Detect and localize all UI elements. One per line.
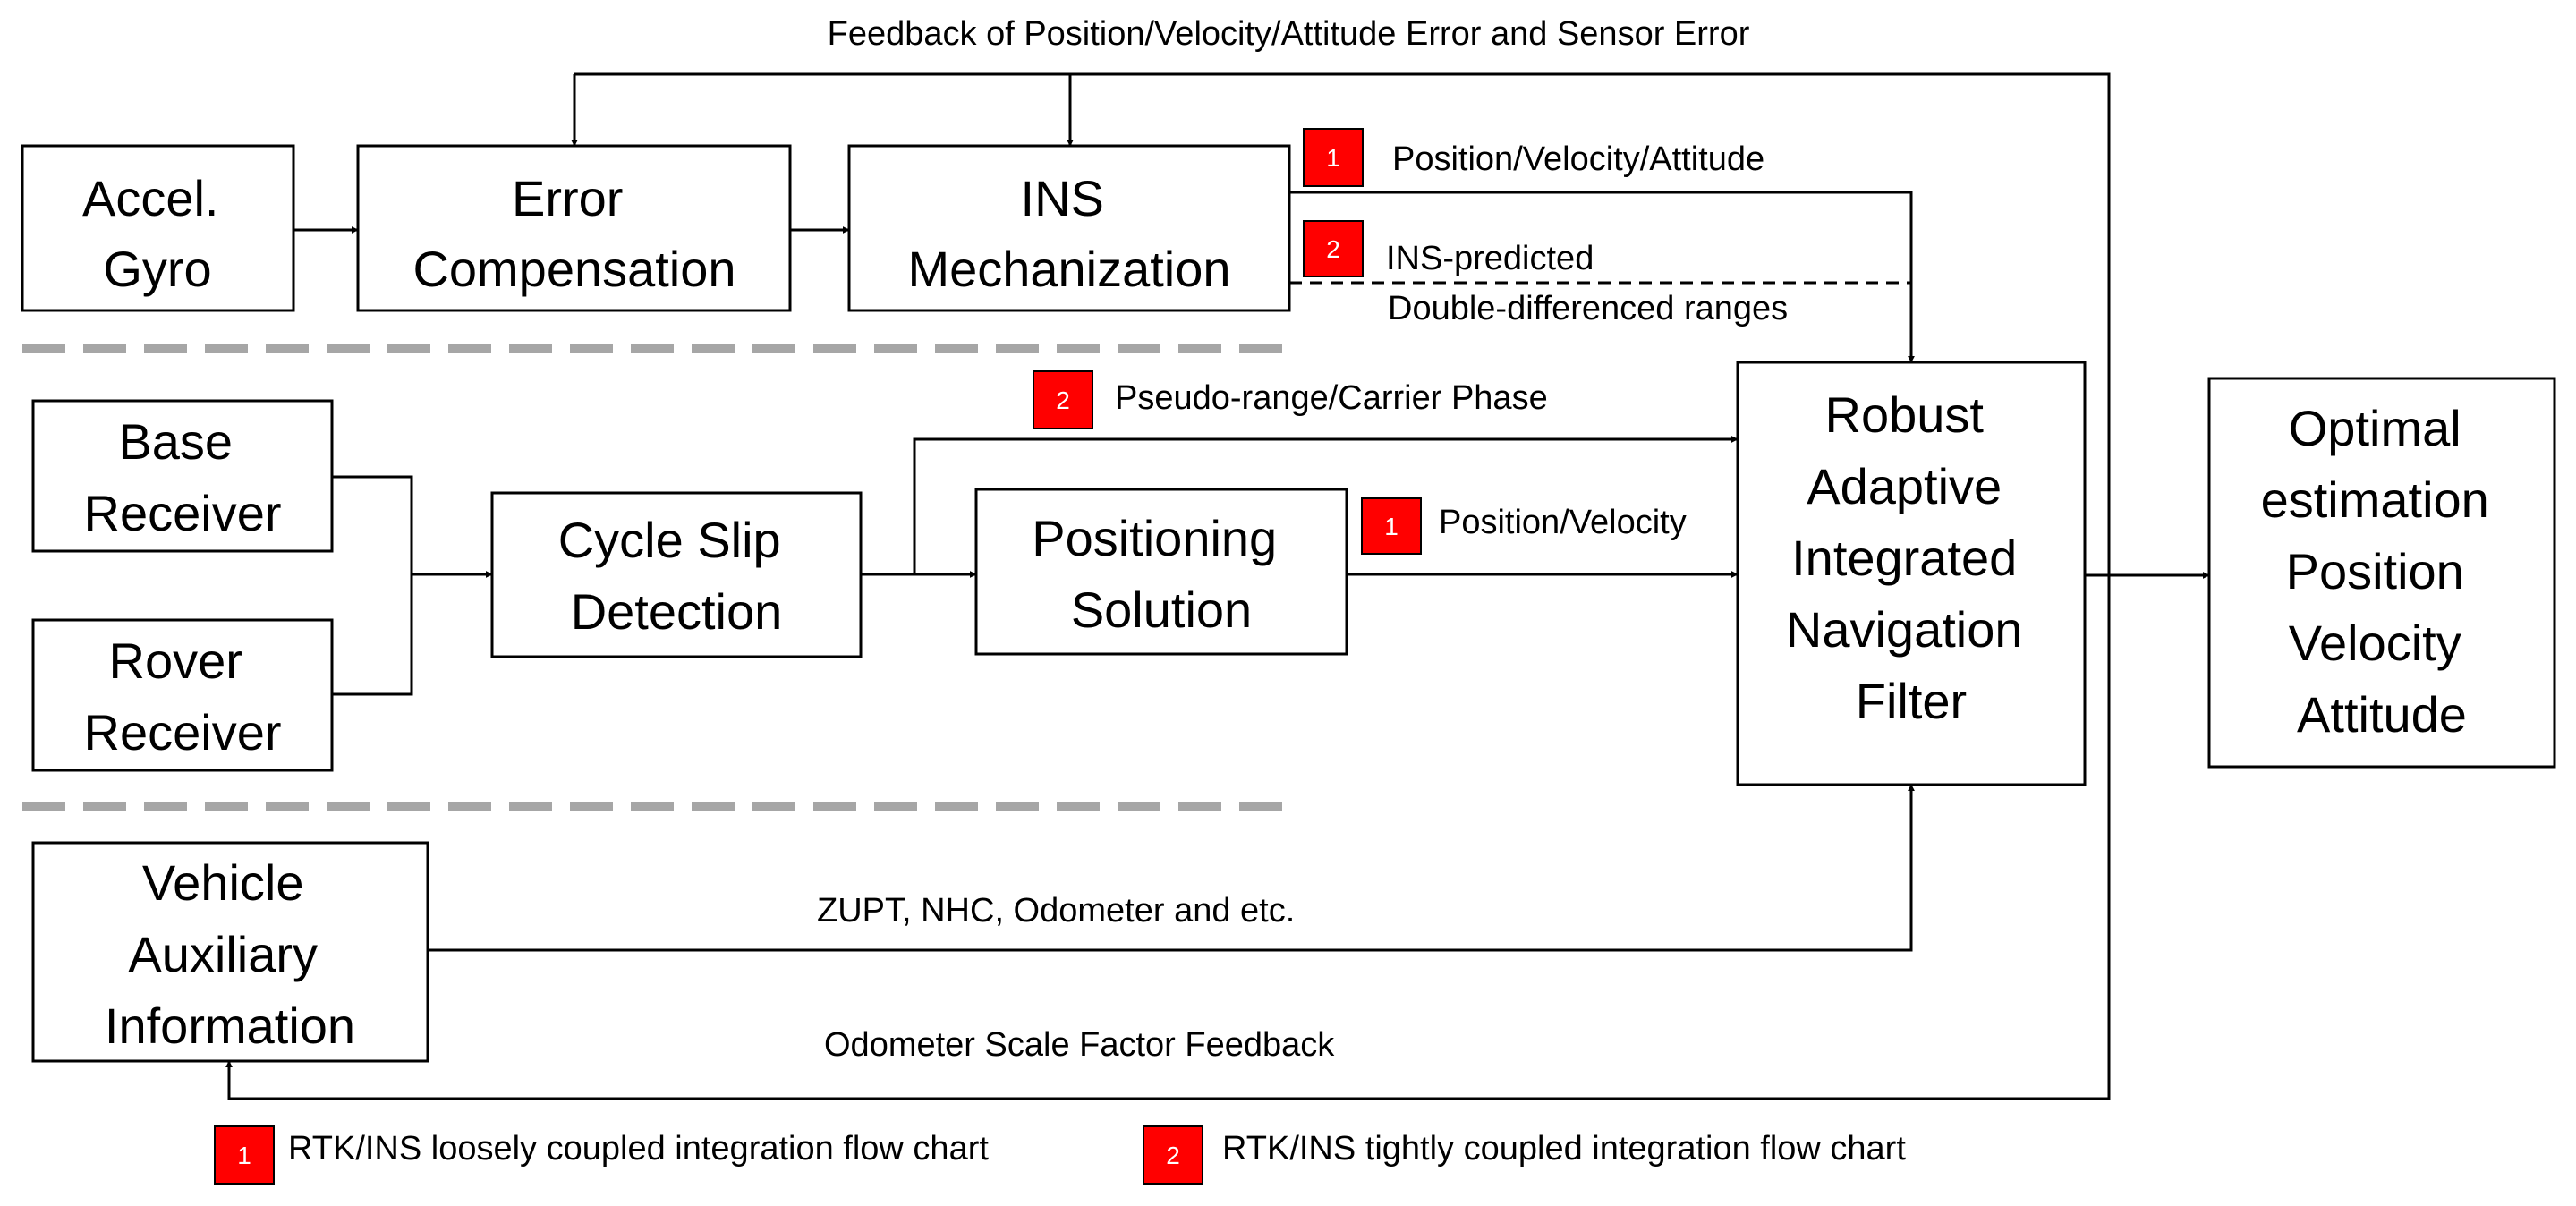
optimal-estimation-label: Optimal estimation Position Velocity Att… [2261, 400, 2504, 743]
zupt-label: ZUPT, NHC, Odometer and etc. [817, 892, 1295, 930]
double-differenced-ranges-label: Double-differenced ranges [1388, 290, 1788, 327]
rover-receiver-box [31, 618, 334, 772]
accel-gyro-label: Accel. Gyro [82, 170, 233, 297]
ins-mechanization-label: INS Mechanization [907, 170, 1230, 297]
vehicle-auxiliary-information-label: Vehicle Auxiliary Information [105, 854, 355, 1054]
badge-loose-position-velocity [1361, 497, 1422, 555]
pva-label: Position/Velocity/Attitude [1392, 140, 1764, 178]
vehicle-to-filter-arrow [428, 784, 1915, 952]
legend-tight-label: RTK/INS tightly coupled integration flow… [1222, 1130, 1906, 1168]
positioning-solution-label: Positioning Solution [1032, 510, 1291, 638]
badge-tight-ins-predicted [1303, 220, 1364, 277]
badge-loose-pva-number: 1 [1326, 144, 1340, 172]
legend-loose-number: 1 [237, 1142, 251, 1169]
pseudo-range-to-filter-arrow [913, 436, 1739, 574]
rover-receiver-line [332, 574, 413, 696]
filter-label: Robust Adaptive Integrated Navigation Fi… [1786, 386, 2036, 729]
base-receiver-line [332, 475, 413, 574]
cycle-slip-detection-label: Cycle Slip Detection [558, 512, 795, 640]
feedback-loop-line [574, 72, 2111, 580]
odometer-feedback-arrow [225, 580, 2111, 1100]
feedback-top-label: Feedback of Position/Velocity/Attitude E… [828, 15, 1750, 53]
base-receiver-box [31, 399, 334, 553]
optimal-estimation-box [2207, 377, 2556, 769]
position-velocity-label: Position/Velocity [1439, 504, 1687, 541]
vehicle-auxiliary-information-box [31, 841, 429, 1063]
badge-loose-pva [1303, 128, 1364, 187]
filter-box [1736, 361, 2087, 786]
badge-tight-pseudo-range [1033, 370, 1093, 429]
base-receiver-label: Base Receiver [84, 413, 282, 541]
legend-tight-badge [1143, 1125, 1203, 1185]
error-compensation-label: Error Compensation [412, 170, 735, 297]
ins-predicted-label: INS-predicted [1386, 240, 1594, 277]
rover-receiver-label: Rover Receiver [84, 633, 282, 760]
cycle-slip-detection-box [490, 491, 863, 658]
pseudo-range-label: Pseudo-range/Carrier Phase [1115, 379, 1548, 417]
pva-to-filter-arrow [1289, 191, 1915, 363]
legend-tight-number: 2 [1166, 1142, 1180, 1169]
positioning-solution-box [974, 488, 1348, 656]
badge-tight-pseudo-range-number: 2 [1056, 386, 1070, 414]
badge-loose-position-velocity-number: 1 [1384, 513, 1399, 540]
accel-gyro-box [21, 144, 295, 312]
badge-tight-ins-predicted-number: 2 [1326, 235, 1340, 263]
odometer-feedback-label: Odometer Scale Factor Feedback [824, 1026, 1335, 1064]
error-compensation-box [356, 144, 792, 312]
legend-loose-badge [214, 1125, 275, 1185]
ins-mechanization-box [847, 144, 1291, 312]
legend-loose-label: RTK/INS loosely coupled integration flow… [288, 1130, 989, 1168]
